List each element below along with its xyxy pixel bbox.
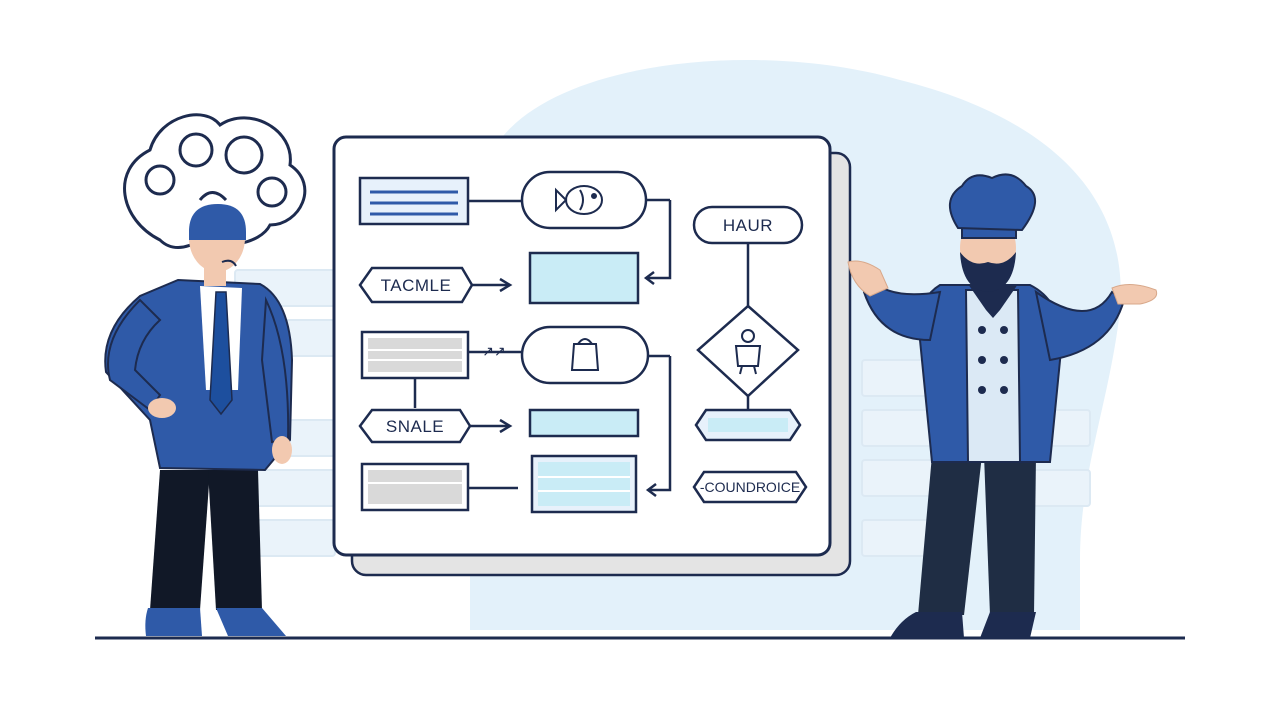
process-box-1 (358, 176, 470, 226)
hexagon-snale (358, 408, 472, 444)
label-tackle: TACMLE (381, 276, 452, 295)
hexagon-tackle (358, 266, 474, 304)
label-squiggle: ↗↗ (482, 343, 505, 359)
label-haur: HAUR (723, 216, 773, 235)
process-box-teal-2 (528, 408, 640, 438)
terminal-node-bag (520, 325, 650, 385)
businessman (104, 204, 294, 636)
label-snale: SNALE (386, 417, 444, 436)
hexagon-coundrice (692, 470, 808, 504)
bag-icon (570, 338, 600, 371)
label-coundrice: -COUNDROICE (700, 479, 800, 495)
chef-figure-icon (734, 329, 762, 375)
flowchart (358, 170, 808, 514)
process-box-teal-1 (528, 251, 640, 305)
chef (847, 173, 1158, 638)
fish-icon (555, 185, 603, 215)
